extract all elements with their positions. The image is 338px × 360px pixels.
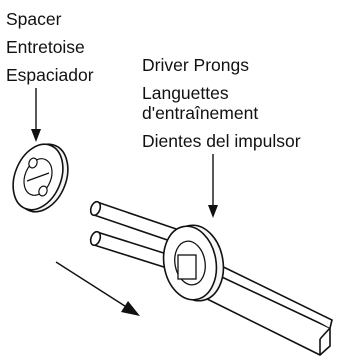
driver-prongs-label-en: Driver Prongs bbox=[142, 55, 249, 75]
driver-shaft bbox=[184, 257, 333, 356]
driver-collar bbox=[162, 224, 225, 302]
driver-prongs-label-group: Driver Prongs Languettes d'entraînement … bbox=[142, 55, 301, 151]
spacer-label-group: Spacer Entretoise Espaciador bbox=[6, 9, 94, 85]
spacer-disc bbox=[12, 143, 69, 213]
spacer-label-fr: Entretoise bbox=[6, 37, 85, 57]
spacer-label-es: Espaciador bbox=[6, 65, 94, 85]
arrow-down-icon bbox=[31, 88, 41, 142]
driver-prongs-label-fr-2: d'entraînement bbox=[142, 103, 258, 123]
arrow-down-icon bbox=[208, 154, 218, 218]
spacer-label-en: Spacer bbox=[6, 9, 62, 29]
driver-prongs-label-fr-1: Languettes bbox=[142, 83, 229, 103]
driver-prongs-label-es: Dientes del impulsor bbox=[142, 131, 301, 151]
arrow-right-down-icon bbox=[55, 261, 140, 316]
